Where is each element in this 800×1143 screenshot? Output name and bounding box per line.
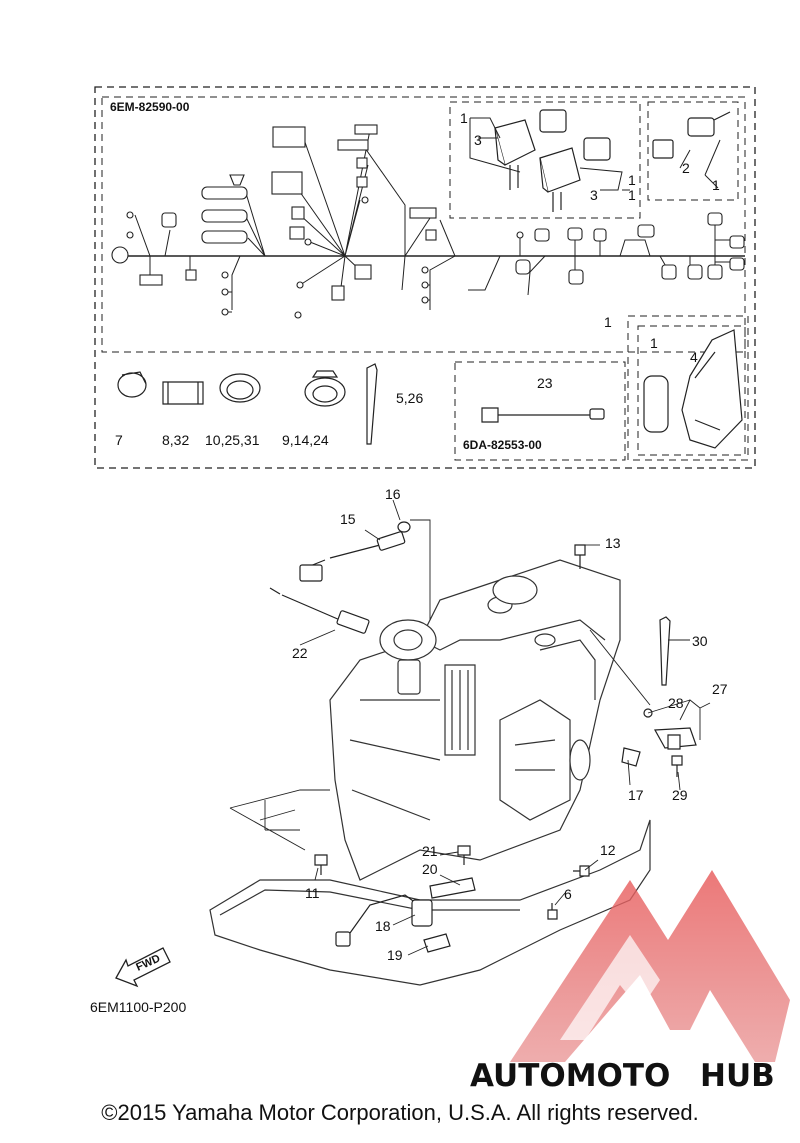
callout-19: 19	[387, 947, 403, 963]
clamps	[117, 363, 378, 445]
callout-17: 17	[628, 787, 644, 803]
watermark-brand-part1: AUTOMOTO	[470, 1058, 670, 1094]
harness-connectors	[111, 124, 745, 319]
sub-harness	[481, 407, 605, 423]
callout-22: 22	[292, 645, 308, 661]
callout-18: 18	[375, 918, 391, 934]
leader-lines	[229, 499, 711, 956]
callout-30: 30	[692, 633, 708, 649]
callout-1-d: 1	[712, 177, 720, 193]
callout-13: 13	[605, 535, 621, 551]
callout-21: 21	[422, 843, 438, 859]
callout-28: 28	[668, 695, 684, 711]
callout-15: 15	[340, 511, 356, 527]
callout-23: 23	[537, 375, 553, 391]
callouts-bottom: 16 15 13 22 30 28 27 17 29 12 11 21 20 6…	[292, 486, 728, 963]
harness-code: 6EM-82590-00	[110, 100, 190, 114]
callouts-top: 1 3 1 3 1 2 1 1 1 4 23 5,26 7 8,32 10,25…	[115, 110, 720, 448]
wire-harness	[118, 127, 745, 313]
engine-block	[329, 559, 621, 881]
callout-1-a: 1	[460, 110, 468, 126]
callout-11: 11	[305, 885, 320, 901]
watermark-brand-part2: HUB	[700, 1058, 775, 1094]
copyright-text: ©2015 Yamaha Motor Corporation, U.S.A. A…	[101, 1100, 699, 1125]
callout-3-b: 3	[590, 187, 598, 203]
sensors-and-bolts	[269, 521, 697, 953]
callout-4: 4	[690, 349, 698, 365]
callout-8-32: 8,32	[162, 432, 189, 448]
watermark-logo: AUTOMOTO HUB	[470, 870, 790, 1094]
callout-20: 20	[422, 861, 438, 877]
callout-2: 2	[682, 160, 690, 176]
harness-kit-frame	[94, 86, 756, 469]
figure-ref: 6EM1100-P200	[90, 999, 186, 1015]
callout-1-c: 1	[628, 187, 636, 203]
callout-29: 29	[672, 787, 688, 803]
callout-10-25-31: 10,25,31	[205, 432, 260, 448]
lower-cowling	[209, 819, 651, 986]
callout-1-f: 1	[650, 335, 658, 351]
callout-5-26: 5,26	[396, 390, 423, 406]
relay-leaders	[469, 117, 721, 191]
sub-harness-code: 6DA-82553-00	[463, 438, 542, 452]
relay-assembly	[494, 109, 611, 212]
callout-1-e: 1	[604, 314, 612, 330]
fwd-arrow: FWD	[115, 947, 171, 988]
callout-9-14-24: 9,14,24	[282, 432, 329, 448]
cable-cover	[643, 329, 743, 449]
callout-1-b: 1	[628, 172, 636, 188]
callout-3-a: 3	[474, 132, 482, 148]
relay-connector	[652, 111, 731, 159]
callout-7: 7	[115, 432, 123, 448]
callout-16: 16	[385, 486, 401, 502]
callout-12: 12	[600, 842, 616, 858]
callout-6: 6	[564, 886, 572, 902]
callout-27: 27	[712, 681, 728, 697]
